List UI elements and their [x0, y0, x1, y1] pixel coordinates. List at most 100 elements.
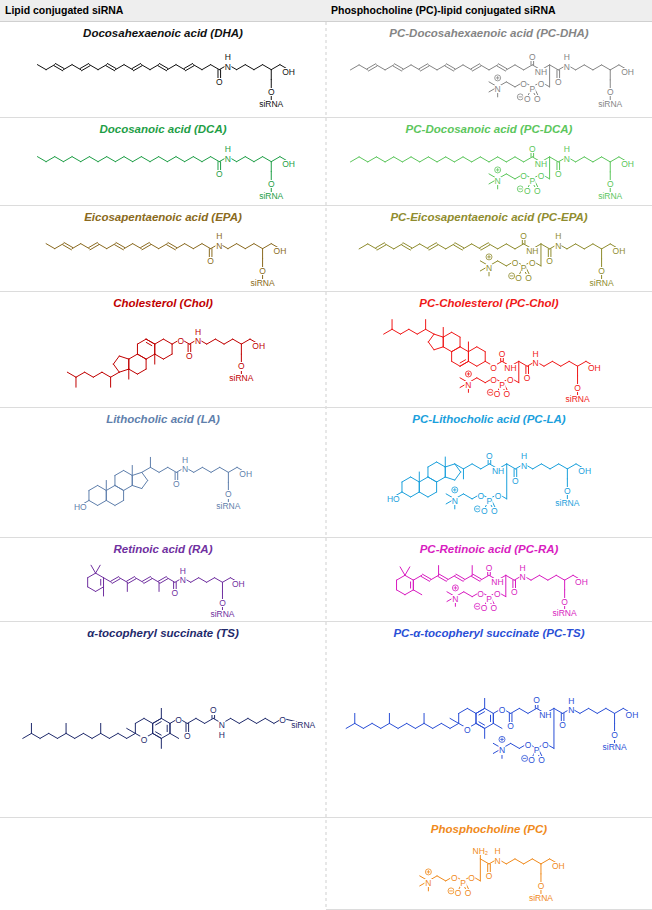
atom-label: OH: [612, 247, 626, 256]
bond-line: [479, 722, 485, 725]
atom-label: O: [606, 88, 614, 97]
bond-line: [104, 578, 112, 583]
bond-line: [350, 157, 359, 162]
atom-label-anchor: P: [520, 258, 527, 274]
bond-line: [142, 472, 148, 480]
bond-line: [515, 65, 524, 70]
table-cell: PC-Docosahexaenoic acid (PC-DHA)ONHONHOs…: [326, 22, 652, 118]
bond-line: [89, 485, 98, 490]
charge-ring: [452, 585, 458, 591]
atom-label-anchor: O: [481, 501, 489, 517]
atom-label: N: [494, 857, 501, 866]
bond-line: [241, 339, 250, 344]
atom-label-anchor: P: [486, 589, 493, 605]
bond-line: [67, 372, 76, 377]
atom-label: O: [512, 477, 520, 486]
bond-line: [106, 500, 115, 505]
atom-label-anchor: siRNA: [291, 715, 316, 731]
bond-line: [220, 467, 229, 472]
atom-label-anchor: siRNA: [602, 737, 627, 753]
bond-line: [489, 65, 498, 70]
bond-line: [398, 723, 407, 728]
atom-label-anchor: O: [528, 47, 536, 63]
atom-label: N: [181, 465, 188, 474]
atom-label: O: [541, 741, 549, 750]
atom-label-anchor: O: [511, 253, 519, 269]
bond-line: [576, 157, 585, 162]
bond-line: [456, 574, 464, 579]
bond-line: [167, 725, 168, 731]
bond-line: [425, 320, 426, 330]
bond-line: [485, 723, 494, 728]
bond-line: [437, 477, 446, 482]
atom-label-anchor: O: [554, 72, 562, 88]
bond-line: [524, 859, 533, 864]
bond-line: [541, 859, 550, 864]
bond-line: [55, 244, 64, 249]
atom-label: H: [563, 145, 570, 154]
bond-line: [100, 579, 101, 585]
bond-line: [602, 157, 611, 162]
atom-label-anchor: O: [507, 716, 515, 732]
bond-line: [506, 244, 515, 249]
atom-label-anchor: P: [460, 873, 467, 889]
bond-line: [163, 354, 172, 359]
bond-line: [46, 157, 55, 162]
charge-symbol: [495, 75, 501, 81]
bond-line: [115, 500, 124, 505]
bond-line: [127, 577, 135, 582]
bond-line: [88, 587, 96, 592]
bond-line: [424, 713, 425, 723]
structure-drawing: [0, 292, 326, 408]
atom-label-anchor: O: [533, 181, 541, 197]
bond-line: [424, 723, 433, 728]
atom-label-anchor: NH: [539, 705, 552, 721]
bond-line: [445, 457, 446, 467]
bond-line: [447, 575, 455, 580]
bond-line: [515, 859, 524, 864]
atom-label: OH: [551, 862, 565, 871]
bond-line: [75, 733, 84, 738]
atom-label-anchor: N: [451, 491, 458, 507]
bond-line: [389, 723, 398, 728]
atom-label: O: [225, 490, 233, 499]
bond-line: [271, 70, 272, 80]
atom-label: O: [554, 170, 562, 179]
charge-bar: [476, 606, 480, 607]
bond-line: [601, 249, 602, 259]
bond-line: [544, 361, 552, 366]
bond-line: [443, 327, 444, 337]
atom-label: N: [179, 576, 186, 585]
bond-line: [359, 157, 368, 162]
bond-line: [119, 356, 129, 359]
bond-line: [363, 723, 372, 728]
atom-label-anchor: O: [480, 598, 488, 614]
bond-line: [119, 369, 129, 372]
atom-label-anchor: O: [140, 730, 148, 746]
bond-line: [420, 157, 429, 162]
bond-line: [169, 723, 170, 733]
bond-line: [133, 66, 142, 71]
atom-label: O: [477, 590, 485, 599]
bond-line: [518, 361, 519, 382]
atom-label: N: [519, 573, 526, 582]
atom-label: O: [173, 480, 181, 489]
bond-line: [385, 65, 394, 70]
compound-name: PC-Cholesterol (PC-Chol): [326, 292, 652, 311]
atom-label-anchor: O: [183, 726, 191, 742]
atom-label: O: [451, 874, 459, 883]
bond-line: [257, 718, 266, 723]
bond-line: [271, 65, 280, 70]
bond-line: [124, 470, 133, 475]
bond-line: [428, 477, 437, 482]
atom-label: O: [511, 259, 519, 268]
bond-line: [515, 244, 524, 249]
atom-label: O: [480, 604, 488, 613]
bond-line: [193, 65, 202, 70]
charge-symbol: [452, 487, 458, 493]
structure-drawing: [0, 622, 326, 818]
bond-line: [540, 244, 541, 266]
bond-line: [493, 713, 494, 723]
charge-symbol: [465, 371, 471, 377]
bond-line: [472, 464, 481, 469]
